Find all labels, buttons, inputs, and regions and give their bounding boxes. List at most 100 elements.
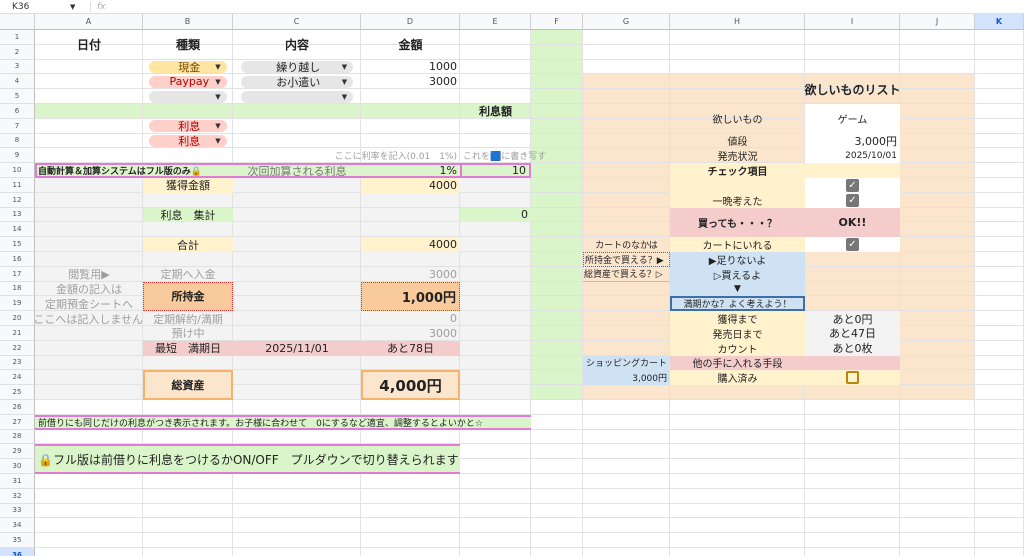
cell[interactable]: [35, 192, 143, 208]
cell[interactable]: [900, 281, 975, 297]
cell[interactable]: [583, 488, 670, 504]
row-header[interactable]: 19: [0, 296, 35, 312]
cell[interactable]: [583, 281, 670, 297]
cell[interactable]: [975, 74, 1024, 90]
cell[interactable]: [975, 44, 1024, 60]
cell[interactable]: [143, 429, 233, 445]
cell[interactable]: [531, 30, 583, 45]
cell[interactable]: [143, 355, 233, 371]
cell[interactable]: [35, 533, 143, 548]
cell[interactable]: [975, 429, 1024, 445]
cell[interactable]: [531, 340, 583, 356]
cell[interactable]: [805, 399, 900, 415]
row-header[interactable]: 8: [0, 133, 35, 149]
cell[interactable]: [361, 207, 460, 223]
row-header[interactable]: 35: [0, 533, 35, 548]
cell[interactable]: [583, 473, 670, 489]
row-header[interactable]: 13: [0, 207, 35, 223]
cell[interactable]: [900, 370, 975, 386]
cell[interactable]: [531, 459, 583, 474]
cell[interactable]: [583, 103, 670, 119]
sheet-grid[interactable]: 日付 種類 内容 金額 現金▼ 繰り越し▼ 1000 Paypay▼ お小遣い▼…: [0, 14, 1024, 556]
cell[interactable]: [361, 518, 460, 534]
cell[interactable]: [143, 311, 233, 326]
cell[interactable]: [460, 89, 531, 104]
cell[interactable]: [531, 192, 583, 208]
cell[interactable]: [900, 444, 975, 460]
cell[interactable]: [805, 74, 900, 90]
cell[interactable]: [583, 340, 670, 356]
cell[interactable]: [975, 207, 1024, 223]
cell[interactable]: [531, 473, 583, 489]
cell[interactable]: [900, 177, 975, 193]
cell[interactable]: [35, 518, 143, 534]
cell[interactable]: [900, 103, 975, 119]
cell[interactable]: [975, 89, 1024, 104]
cell[interactable]: [460, 118, 531, 134]
cell[interactable]: [583, 414, 670, 430]
cell[interactable]: [583, 429, 670, 445]
cell[interactable]: [460, 503, 531, 519]
cell[interactable]: [670, 533, 805, 548]
cell[interactable]: [35, 237, 143, 252]
cell[interactable]: [233, 251, 361, 267]
cell[interactable]: [583, 518, 670, 534]
cell[interactable]: [460, 488, 531, 504]
row-header[interactable]: 27: [0, 414, 35, 430]
cell[interactable]: [35, 222, 143, 238]
cell[interactable]: [460, 444, 531, 460]
cell[interactable]: [460, 429, 531, 445]
cell[interactable]: [361, 133, 460, 149]
cell[interactable]: [233, 488, 361, 504]
cell[interactable]: [975, 59, 1024, 75]
row-header[interactable]: 33: [0, 503, 35, 519]
cell[interactable]: [900, 429, 975, 445]
cell[interactable]: [361, 44, 460, 60]
price-value[interactable]: 3,000円: [805, 133, 900, 149]
cell[interactable]: [975, 488, 1024, 504]
cell[interactable]: [900, 399, 975, 415]
cell[interactable]: [233, 118, 361, 134]
cell[interactable]: [975, 163, 1024, 178]
cell[interactable]: [35, 251, 143, 267]
cell[interactable]: [975, 444, 1024, 460]
cell[interactable]: [583, 89, 670, 104]
cell[interactable]: [900, 266, 975, 282]
cell[interactable]: [143, 473, 233, 489]
cell[interactable]: [805, 89, 900, 104]
cell[interactable]: [975, 370, 1024, 386]
cell[interactable]: [460, 340, 531, 356]
cell[interactable]: [900, 533, 975, 548]
cell[interactable]: [361, 118, 460, 134]
cell[interactable]: [233, 311, 361, 326]
cell[interactable]: [900, 340, 975, 356]
column-header-c[interactable]: C: [233, 14, 361, 30]
cell[interactable]: [975, 385, 1024, 400]
cell[interactable]: [460, 547, 531, 556]
cell[interactable]: [975, 148, 1024, 164]
cell[interactable]: [900, 118, 975, 134]
cell[interactable]: [361, 311, 460, 326]
cell[interactable]: [531, 429, 583, 445]
cell[interactable]: [143, 44, 233, 60]
row-header[interactable]: 28: [0, 429, 35, 445]
cell[interactable]: [670, 30, 805, 45]
cell[interactable]: [670, 148, 805, 164]
cell[interactable]: [361, 89, 460, 104]
cell[interactable]: [670, 488, 805, 504]
cell[interactable]: [583, 133, 670, 149]
cell[interactable]: [531, 311, 583, 326]
cell[interactable]: [143, 133, 233, 149]
cell[interactable]: [143, 148, 233, 164]
row-header[interactable]: 9: [0, 148, 35, 164]
cell[interactable]: [670, 103, 805, 119]
column-header-k[interactable]: K: [975, 14, 1024, 30]
cell[interactable]: [900, 296, 975, 312]
cell[interactable]: [531, 44, 583, 60]
cell[interactable]: [361, 148, 460, 164]
cell[interactable]: [531, 385, 583, 400]
cell[interactable]: [975, 503, 1024, 519]
cell[interactable]: [900, 133, 975, 149]
cell[interactable]: [583, 118, 670, 134]
cell[interactable]: [233, 44, 361, 60]
